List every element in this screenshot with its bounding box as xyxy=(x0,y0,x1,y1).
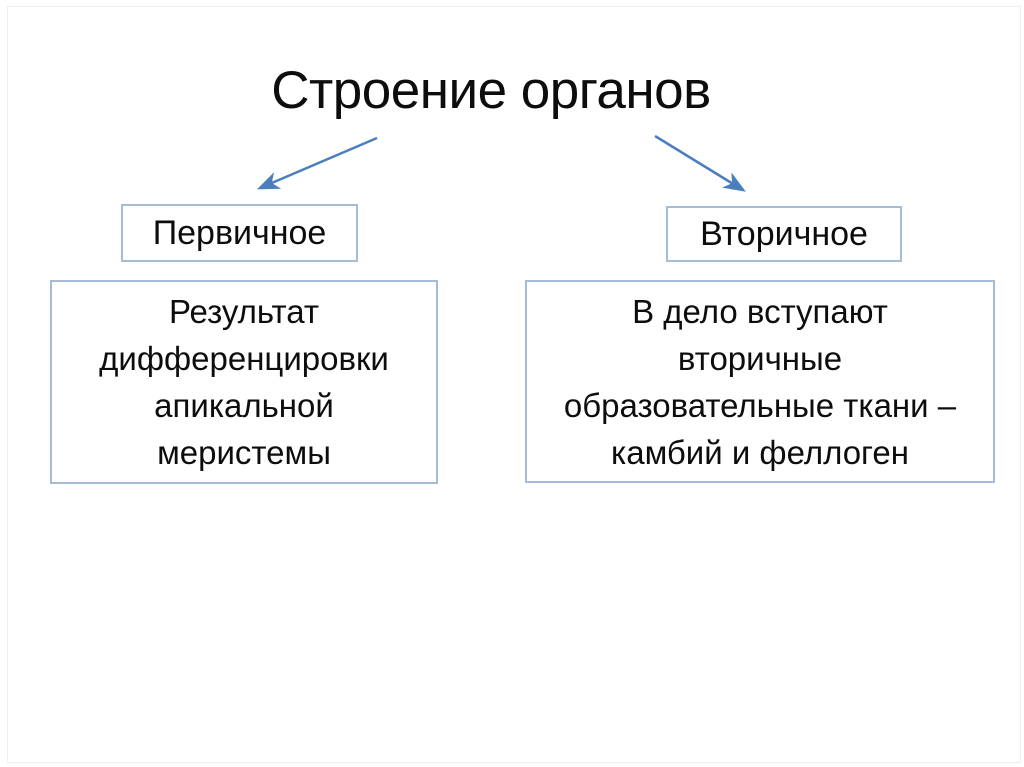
primary-label-box: Первичное xyxy=(121,204,358,262)
page-title: Строение органов xyxy=(271,61,711,120)
primary-description-box: Результат дифференцировки апикальной мер… xyxy=(50,280,438,484)
primary-description: Результат дифференцировки апикальной мер… xyxy=(99,293,389,471)
connector-arrow-secondary xyxy=(654,134,746,192)
secondary-description: В дело вступают вторичные образовательны… xyxy=(563,292,957,471)
primary-label: Первичное xyxy=(152,213,327,252)
secondary-label: Вторичное xyxy=(700,214,868,253)
secondary-description-box: В дело вступают вторичные образовательны… xyxy=(525,280,995,483)
secondary-label-box: Вторичное xyxy=(666,206,902,262)
connector-arrow-primary xyxy=(256,136,378,190)
